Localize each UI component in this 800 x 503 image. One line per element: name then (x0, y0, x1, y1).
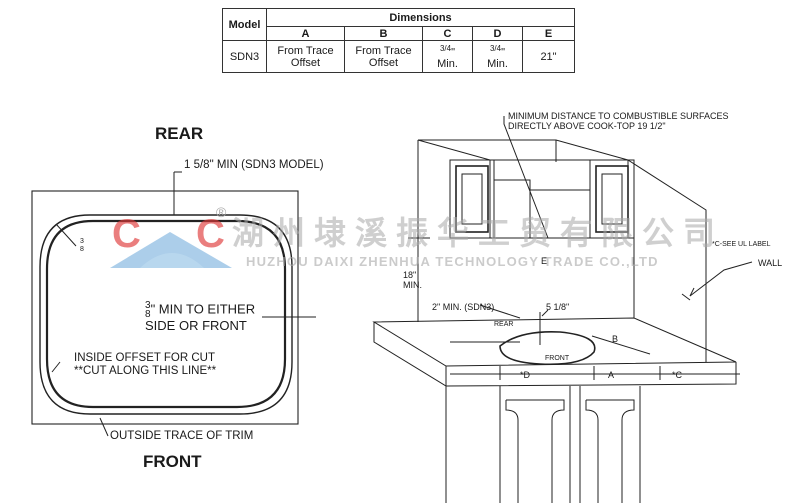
upper-cabinet (417, 139, 629, 161)
five-eighth-label: 5 1/8" (546, 302, 570, 312)
eighteen-inch-label: 18"MIN. (403, 270, 422, 290)
install-diagram (372, 116, 753, 503)
dimension-d-label: *D (520, 370, 531, 380)
corner-leader (55, 223, 77, 247)
countertop-outline (31, 190, 299, 425)
inside-cut-line (45, 219, 287, 409)
col-e-cell: 21" (521, 40, 576, 73)
front-label: FRONT (143, 452, 202, 471)
top-min-note: 1 5/8" MIN (SDN3 MODEL) (184, 159, 324, 171)
watermark-logo (110, 232, 232, 268)
combustible-note: MINIMUM DISTANCE TO COMBUSTIBLE SURFACES… (508, 111, 729, 131)
col-c-cell: 3/4"Min. (422, 40, 473, 73)
model-header: Model (222, 8, 267, 41)
counter-rear-label: REAR (494, 321, 514, 328)
outside-trace-outline (39, 214, 293, 415)
watermark-logo-text: C C (112, 212, 247, 256)
wall-outline (627, 159, 707, 362)
outside-leader (99, 417, 109, 437)
dimension-a-label: A (608, 370, 615, 380)
watermark-company-cn: 湖州埭溪振华工贸有限公司 (232, 215, 725, 251)
model-cell: SDN3 (222, 40, 267, 73)
counter-cutout (499, 330, 596, 366)
watermark-registered-mark: ® (216, 204, 227, 220)
cutout-diagram (31, 171, 316, 437)
combustible-leader (503, 116, 549, 239)
dimensions-table: Model Dimensions A B C D E SDN3 From Tra… (222, 8, 576, 73)
rear-label: REAR (155, 124, 204, 143)
watermark-company-en: HUZHOU DAIXI ZHENHUA TECHNOLOGY TRADE CO… (246, 254, 659, 269)
outside-trace-note: OUTSIDE TRACE OF TRIM (110, 430, 254, 442)
ul-label-note: *C-SEE UL LABEL (712, 241, 771, 248)
col-d-cell: 3/4"Min. (472, 40, 523, 73)
inside-offset-note: INSIDE OFFSET FOR CUT**CUT ALONG THIS LI… (74, 352, 217, 377)
wall-label: WALL (758, 258, 783, 268)
two-inch-min-label: 2" MIN. (SDN3) (432, 302, 495, 312)
dimension-b-label: B (612, 334, 619, 344)
dimension-e-label: E (541, 256, 548, 266)
dimension-c-label: *C (672, 370, 683, 380)
counter-front-label: FRONT (545, 355, 570, 362)
